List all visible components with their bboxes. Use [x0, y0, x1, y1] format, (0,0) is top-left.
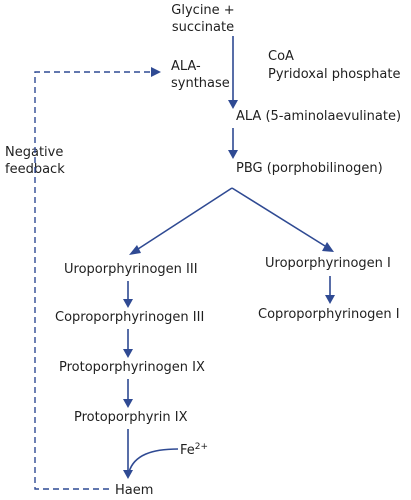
- label-negative-feedback-line1: Negative: [5, 145, 63, 160]
- arrowhead-uro-iii-to-copro-iii: [123, 299, 133, 308]
- label-ala-synthase-line1: ALA-: [171, 59, 201, 74]
- label-fe: Fe2+: [180, 442, 208, 458]
- label-ala: ALA (5-aminolaevulinate): [236, 109, 401, 124]
- label-pyridoxal-phosphate: Pyridoxal phosphate: [268, 67, 400, 82]
- label-haem: Haem: [115, 483, 153, 498]
- arrowhead-uro-i-to-copro-i: [325, 295, 335, 304]
- label-pbg: PBG (porphobilinogen): [236, 161, 383, 176]
- arrowhead-pbg-to-uro-iii: [129, 245, 141, 255]
- fe-join-curve: [128, 448, 179, 473]
- arrowhead-protogen-ix-to-proto-ix: [123, 399, 133, 408]
- negative-feedback-line: [34, 71, 151, 490]
- label-glycine-line1: Glycine +: [171, 3, 234, 18]
- arrowhead-copro-iii-to-protogen-ix: [123, 349, 133, 358]
- label-coproporphyrinogen-i: Coproporphyrinogen I: [258, 307, 400, 322]
- label-ala-synthase-line2: synthase: [171, 76, 230, 91]
- arrowhead-negative-feedback: [151, 67, 161, 77]
- label-uroporphyrinogen-iii: Uroporphyrinogen III: [64, 262, 198, 277]
- arrowhead-proto-ix-to-haem: [123, 470, 133, 479]
- arrowhead-glycine-to-ala: [228, 100, 238, 109]
- label-protoporphyrin-ix: Protoporphyrin IX: [74, 410, 188, 425]
- label-fe-charge: 2+: [195, 442, 208, 452]
- label-uroporphyrinogen-i: Uroporphyrinogen I: [265, 256, 391, 271]
- label-coproporphyrinogen-iii: Coproporphyrinogen III: [55, 310, 204, 325]
- arrowhead-ala-to-pbg: [228, 150, 238, 159]
- label-protoporphyrinogen-ix: Protoporphyrinogen IX: [59, 360, 205, 375]
- label-glycine-line2: succinate: [172, 20, 234, 35]
- arrow-pbg-to-uro-i: [231, 187, 326, 247]
- label-fe-base: Fe: [180, 443, 195, 458]
- arrowhead-pbg-to-uro-i: [322, 242, 334, 252]
- label-coa: CoA: [268, 49, 294, 64]
- arrow-pbg-to-uro-iii: [137, 187, 233, 250]
